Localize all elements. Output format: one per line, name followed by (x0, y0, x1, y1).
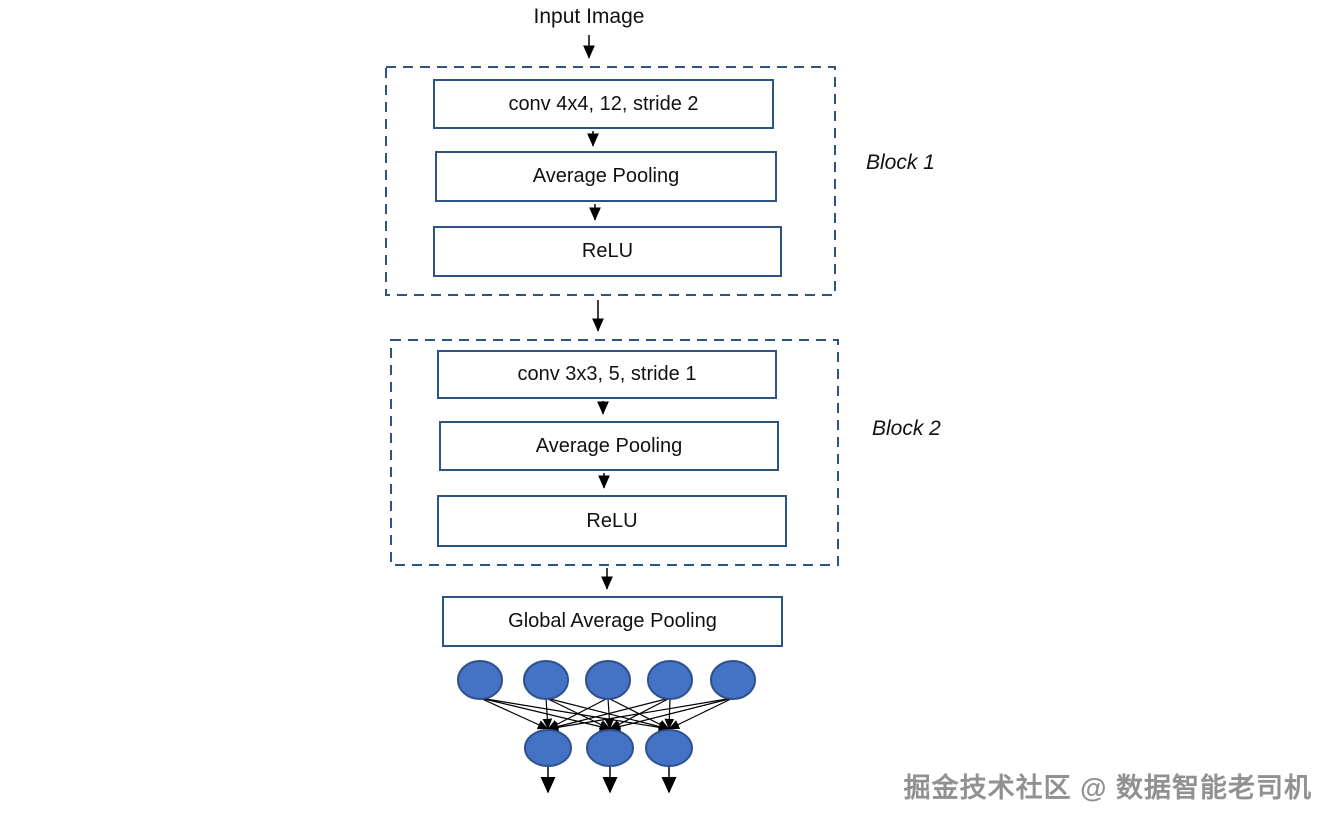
neuron (585, 660, 631, 700)
block-1-label: Block 1 (866, 151, 935, 174)
fc-line (547, 697, 671, 732)
block1-avgpool-box: Average Pooling (435, 151, 777, 202)
flow-arrows (583, 35, 613, 590)
watermark-text: 掘金技术社区 @ 数据智能老司机 (903, 773, 1312, 803)
fc-line (547, 697, 734, 733)
block2-avgpool-box: Average Pooling (439, 421, 779, 471)
fc-line (479, 697, 611, 732)
neuron (645, 729, 693, 767)
neuron (523, 660, 569, 700)
block2-relu-box: ReLU (437, 495, 787, 547)
block1-relu-box: ReLU (433, 226, 782, 277)
fc-line (668, 697, 734, 730)
fc-input-neurons (457, 660, 756, 700)
fc-line (479, 697, 549, 730)
fc-connections (479, 697, 734, 733)
output-arrows (540, 767, 677, 794)
neuron (710, 660, 756, 700)
neuron (524, 729, 572, 767)
block-2-dashed-outline (390, 339, 839, 566)
input-image-label: Input Image (533, 5, 645, 28)
block2-conv-box: conv 3x3, 5, stride 1 (437, 350, 777, 399)
fc-output-neurons (524, 729, 693, 767)
block-1-dashed-outline (385, 66, 836, 296)
global-average-pooling-box: Global Average Pooling (442, 596, 783, 647)
block1-conv-box: conv 4x4, 12, stride 2 (433, 79, 774, 129)
block-2-label: Block 2 (872, 417, 941, 440)
fc-line (479, 697, 670, 733)
fc-line (609, 697, 734, 732)
neuron (586, 729, 634, 767)
neuron (457, 660, 503, 700)
neuron (647, 660, 693, 700)
